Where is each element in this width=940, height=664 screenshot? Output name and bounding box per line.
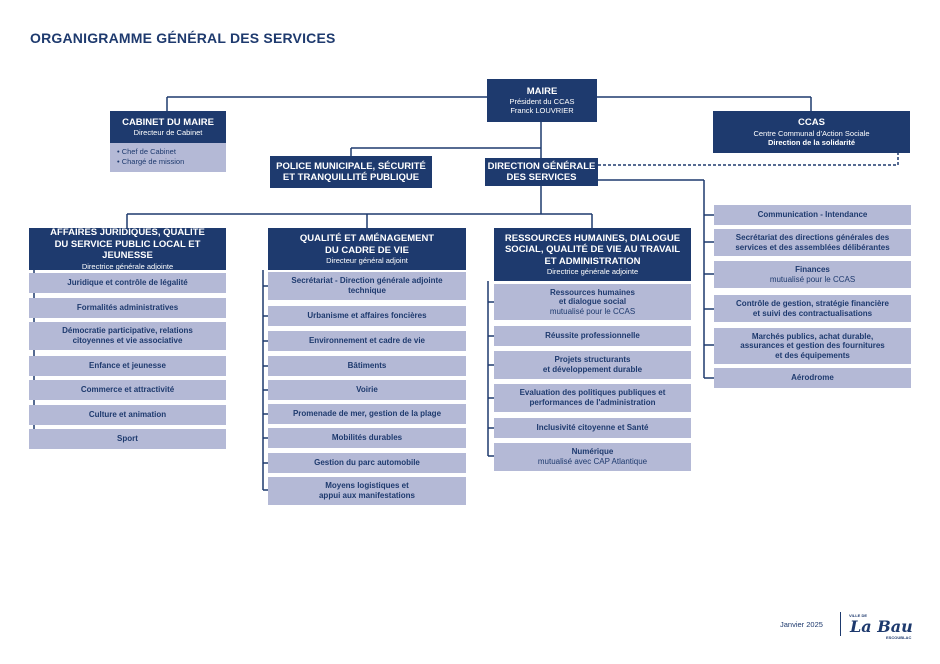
col2-item: Secrétariat - Direction générale adjoint… (268, 272, 466, 300)
footer-date: Janvier 2025 (780, 620, 823, 629)
col2-item: Voirie (268, 380, 466, 400)
col4-item: Secrétariat des directions générales des… (714, 229, 911, 256)
ccas-subtitle: Centre Communal d'Action Sociale (753, 128, 870, 138)
col3-line-2: SOCIAL, QUALITÉ DE VIE AU TRAVAIL (504, 244, 681, 256)
police-line-1: POLICE MUNICIPALE, SÉCURITÉ (276, 160, 426, 172)
col2-header: QUALITÉ ET AMÉNAGEMENT DU CADRE DE VIE D… (268, 228, 466, 270)
col1-subtitle: Directrice générale adjointe (81, 261, 174, 271)
col1-header: AFFAIRES JURIDIQUES, QUALITÉ DU SERVICE … (29, 227, 226, 271)
col3-item: Inclusivité citoyenne et Santé (494, 418, 691, 438)
ccas-subtitle-2: Direction de la solidarité (767, 137, 856, 147)
col4-item: Contrôle de gestion, stratégie financièr… (714, 295, 911, 322)
maire-subtitle: Président du CCAS (509, 97, 575, 107)
col2-item: Promenade de mer, gestion de la plage (268, 404, 466, 424)
col2-item: Moyens logistiques et appui aux manifest… (268, 477, 466, 505)
ccas-box: CCAS Centre Communal d'Action Sociale Di… (713, 111, 910, 153)
col3-item: Numérique mutualisé avec CAP Atlantique (494, 443, 691, 471)
logo-separator (840, 612, 841, 636)
col2-item: Environnement et cadre de vie (268, 331, 466, 351)
dgs-box: DIRECTION GÉNÉRALE DES SERVICES (485, 158, 598, 186)
page-title: ORGANIGRAMME GÉNÉRAL DES SERVICES (30, 30, 336, 46)
ccas-title: CCAS (798, 117, 825, 129)
col1-line-2: DU SERVICE PUBLIC LOCAL ET JEUNESSE (54, 238, 201, 262)
col1-item: Commerce et attractivité (29, 380, 226, 400)
col3-item: Evaluation des politiques publiques et p… (494, 384, 691, 412)
col1-item: Culture et animation (29, 405, 226, 425)
col1-item: Démocratie participative, relations cito… (29, 322, 226, 350)
dgs-line-2: DES SERVICES (506, 172, 577, 183)
col1-item: Enfance et jeunesse (29, 356, 226, 376)
cabinet-subtitle: Directeur de Cabinet (133, 128, 203, 138)
maire-name: Franck LOUVRIER (510, 106, 574, 116)
col2-item: Urbanisme et affaires foncières (268, 306, 466, 326)
dgs-line-1: DIRECTION GÉNÉRALE (487, 160, 596, 172)
maire-box: MAIRE Président du CCAS Franck LOUVRIER (487, 79, 597, 122)
cabinet-item: • Chargé de mission (117, 157, 185, 167)
cabinet-items: • Chef de Cabinet • Chargé de mission (110, 143, 226, 172)
police-line-2: ET TRANQUILLITÉ PUBLIQUE (282, 172, 420, 183)
col1-item: Sport (29, 429, 226, 449)
police-box: POLICE MUNICIPALE, SÉCURITÉ ET TRANQUILL… (270, 156, 432, 188)
col1-item: Juridique et contrôle de légalité (29, 273, 226, 293)
maire-title: MAIRE (526, 85, 558, 97)
col3-item: Projets structurants et développement du… (494, 351, 691, 379)
col4-item: Aérodrome (714, 368, 911, 388)
col2-item: Gestion du parc automobile (268, 453, 466, 473)
col3-item: Ressources humaines et dialogue social m… (494, 284, 691, 320)
col2-item: Bâtiments (268, 356, 466, 376)
col3-subtitle: Directrice générale adjointe (546, 267, 639, 277)
col2-item: Mobilités durables (268, 428, 466, 448)
col1-item: Formalités administratives (29, 298, 226, 318)
cabinet-box: CABINET DU MAIRE Directeur de Cabinet (110, 111, 226, 143)
col2-line-2: DU CADRE DE VIE (325, 244, 409, 256)
col3-header: RESSOURCES HUMAINES, DIALOGUE SOCIAL, QU… (494, 228, 691, 281)
cabinet-item: • Chef de Cabinet (117, 147, 176, 156)
col2-line-1: QUALITÉ ET AMÉNAGEMENT (299, 233, 435, 245)
col4-item: Communication - Intendance (714, 205, 911, 225)
col3-line-3: ET ADMINISTRATION (544, 255, 641, 267)
col3-item: Réussite professionnelle (494, 326, 691, 346)
col2-subtitle: Directeur général adjoint (326, 255, 408, 265)
cabinet-title: CABINET DU MAIRE (122, 116, 214, 128)
col4-item: Finances mutualisé pour le CCAS (714, 261, 911, 288)
col4-item: Marchés publics, achat durable, assuranc… (714, 328, 911, 364)
la-baule-logo: VILLE DE La Baule ESCOUBLAC (846, 606, 912, 642)
col1-line-1: AFFAIRES JURIDIQUES, QUALITÉ (50, 227, 205, 239)
svg-text:La Baule: La Baule (849, 617, 912, 636)
logo-script-icon: La Baule (849, 617, 912, 636)
col3-line-1: RESSOURCES HUMAINES, DIALOGUE (504, 232, 681, 244)
